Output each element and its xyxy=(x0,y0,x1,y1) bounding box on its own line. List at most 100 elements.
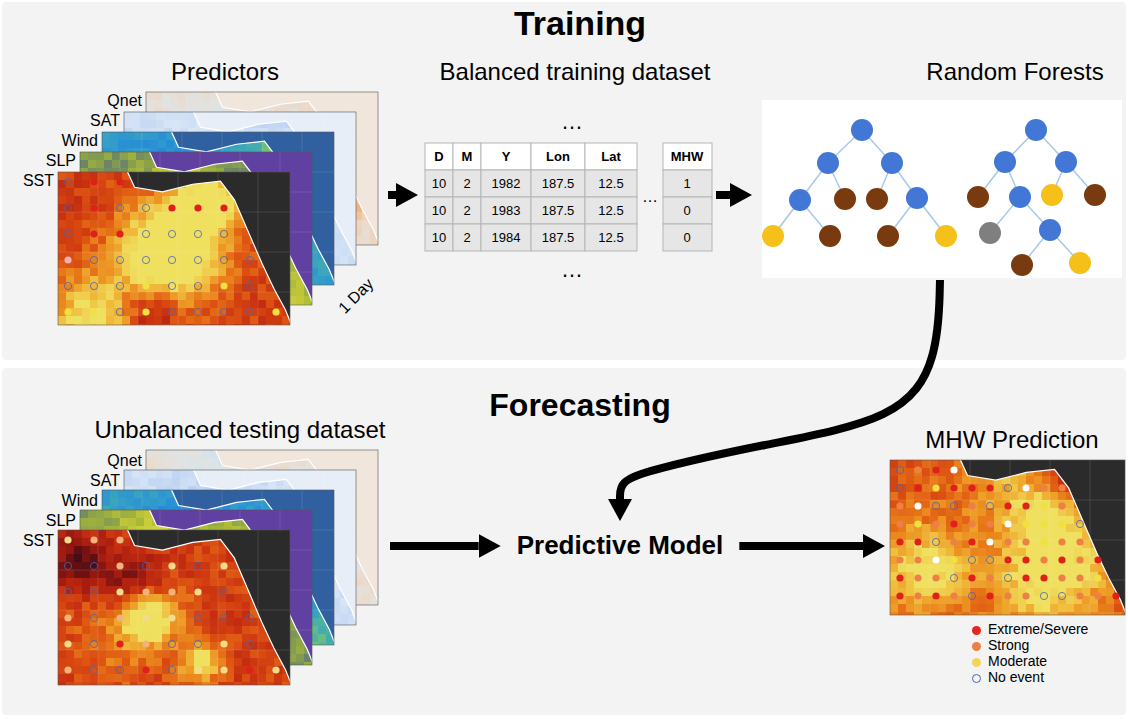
map-cell xyxy=(164,120,173,129)
training-panel-ground xyxy=(2,2,1126,360)
map-cell xyxy=(120,152,129,161)
map-cell xyxy=(170,228,179,237)
map-cell xyxy=(142,132,151,141)
map-cell xyxy=(166,140,175,149)
map-cell xyxy=(188,120,197,129)
map-cell xyxy=(104,160,113,169)
map-cell xyxy=(170,196,179,205)
map-cell xyxy=(162,196,171,205)
map-cell xyxy=(186,212,195,221)
map-cell xyxy=(362,236,371,245)
map-cell xyxy=(96,160,105,169)
map-cell xyxy=(128,152,137,161)
map-cell xyxy=(178,244,187,245)
map-cell xyxy=(118,140,127,149)
map-cell xyxy=(180,120,189,129)
map-cell xyxy=(170,92,179,101)
map-cell xyxy=(340,248,349,257)
map-cell xyxy=(194,188,203,197)
map-cell xyxy=(162,100,171,109)
map-cell xyxy=(218,220,227,229)
map-cell xyxy=(186,204,195,213)
map-cell xyxy=(362,228,371,237)
map-cell xyxy=(110,132,119,141)
map-cell xyxy=(126,140,135,149)
map-cell xyxy=(186,228,195,237)
map-cell xyxy=(154,100,163,109)
map-cell xyxy=(202,212,211,221)
map-cell xyxy=(88,160,97,169)
map-cell xyxy=(156,120,165,129)
map-cell xyxy=(234,236,243,245)
map-cell xyxy=(186,196,195,205)
map-cell xyxy=(194,100,203,109)
map-cell xyxy=(146,244,155,245)
map-cell xyxy=(202,92,211,101)
map-cell xyxy=(104,152,113,161)
map-cell xyxy=(154,228,163,237)
map-cell xyxy=(178,188,187,197)
map-cell xyxy=(128,160,137,169)
map-cell xyxy=(218,244,227,245)
map-cell xyxy=(210,212,219,221)
map-cell xyxy=(218,196,227,205)
map-cell xyxy=(124,120,133,129)
map-cell xyxy=(146,100,155,109)
map-cell xyxy=(194,196,203,205)
map-cell xyxy=(144,160,153,169)
map-cell xyxy=(156,112,165,121)
map-cell xyxy=(80,160,89,169)
map-cell xyxy=(178,228,187,237)
map-cell xyxy=(134,132,143,141)
map-cell xyxy=(226,236,235,245)
map-cell xyxy=(178,100,187,109)
map-cell xyxy=(194,204,203,213)
map-cell xyxy=(102,132,111,141)
map-cell xyxy=(218,212,227,221)
map-cell xyxy=(180,112,189,121)
map-cell xyxy=(202,244,211,245)
map-cell xyxy=(112,160,121,169)
map-cell xyxy=(154,236,163,245)
map-cell xyxy=(210,244,219,245)
map-cell xyxy=(242,236,251,245)
map-cell xyxy=(124,112,133,121)
map-cell xyxy=(178,92,187,101)
map-cell xyxy=(234,228,243,237)
map-cell xyxy=(140,112,149,121)
map-cell xyxy=(178,220,187,229)
map-cell xyxy=(136,152,145,161)
map-cell xyxy=(178,236,187,245)
map-cell xyxy=(170,100,179,109)
map-cell xyxy=(172,120,181,129)
map-cell xyxy=(110,140,119,149)
map-cell xyxy=(162,244,171,245)
map-cell xyxy=(186,92,195,101)
map-cell xyxy=(210,236,219,245)
map-cell xyxy=(234,244,243,245)
map-cell xyxy=(102,140,111,149)
map-cell xyxy=(170,212,179,221)
map-cell xyxy=(112,152,121,161)
map-cell xyxy=(234,220,243,229)
map-cell xyxy=(134,140,143,149)
map-cell xyxy=(202,228,211,237)
map-cell xyxy=(202,236,211,245)
map-cell xyxy=(154,244,163,245)
map-cell xyxy=(154,212,163,221)
map-cell xyxy=(186,100,195,109)
map-cell xyxy=(96,152,105,161)
map-cell xyxy=(178,204,187,213)
map-cell xyxy=(148,112,157,121)
map-cell xyxy=(132,112,141,121)
map-cell xyxy=(210,100,219,109)
map-cell xyxy=(202,204,211,213)
map-cell xyxy=(186,188,195,197)
map-cell xyxy=(202,220,211,229)
map-cell xyxy=(318,276,327,285)
map-cell xyxy=(132,120,141,129)
map-cell xyxy=(162,220,171,229)
map-cell xyxy=(172,112,181,121)
map-cell xyxy=(194,244,203,245)
